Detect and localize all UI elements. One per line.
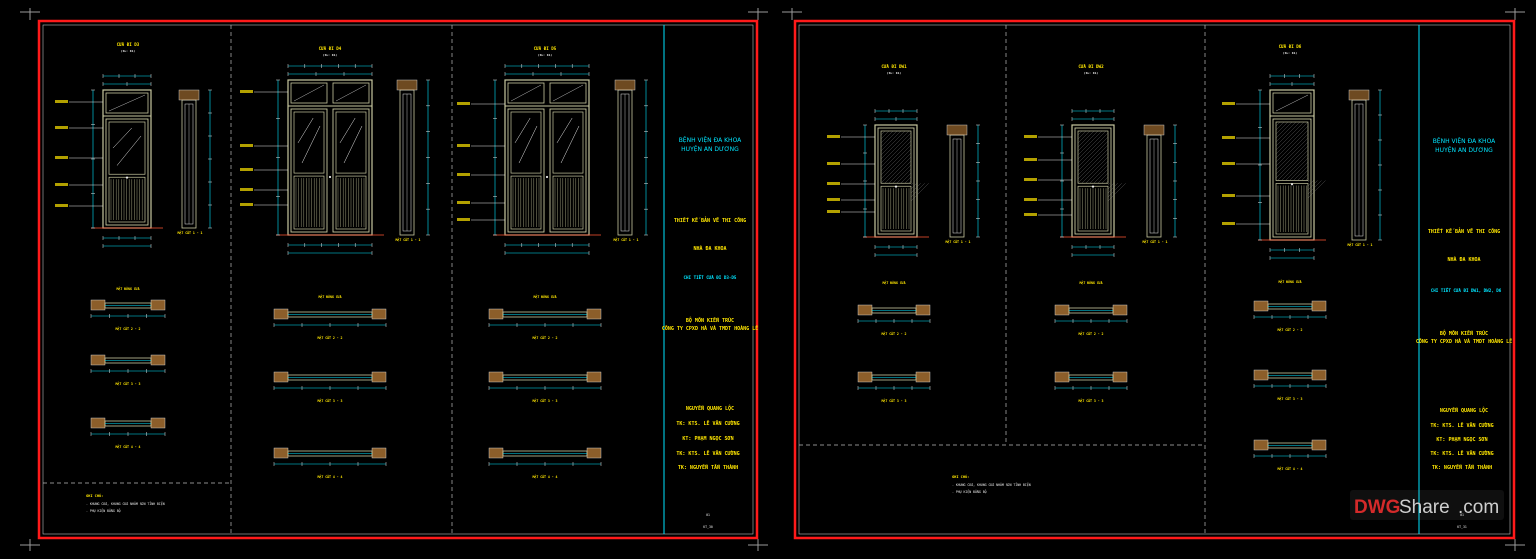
sheet-border [793, 19, 1516, 540]
door-detail: CỬA ĐI D5 (SL: 01) MẶT CẮT 1 - 1 MẶT ĐỨNG C… [457, 46, 648, 479]
plan-label: MẶT ĐỨNG CỬA [318, 294, 341, 299]
cut-label: MẶT CẮT 2 - 2 [1079, 331, 1104, 336]
door-quantity: (SL: 01) [1283, 51, 1298, 55]
door-detail: CỬA ĐI D4 (SL: 01) MẶT CẮT 1 - 1 MẶT ĐỨNG C… [240, 46, 430, 479]
door-title: CỬA ĐI DW1 [881, 64, 907, 69]
cut-label: MẶT CẮT 2 - 2 [533, 335, 558, 340]
section-label: MẶT CẮT 1 - 1 [1143, 239, 1168, 244]
sheet-left[interactable]: GHI CHÚ: - KHUNG CỬA, KHUNG CỬA NHÔM SƠN… [37, 19, 759, 540]
plan-label: MẶT ĐỨNG CỬA [1278, 279, 1301, 284]
door-title: CỬA ĐI D4 [319, 46, 342, 51]
role-line: KT: PHẠM NGỌC SƠN [682, 436, 733, 442]
cut-label: MẶT CẮT 2 - 2 [1278, 327, 1303, 332]
door-details-left: CỬA ĐI D3 (SL: 01) MẶT CẮT 1 - 1 MẶT ĐỨNG C… [55, 42, 648, 479]
door-title: CỬA ĐI DW2 [1078, 64, 1104, 69]
plan-label: MẶT ĐỨNG CỬA [116, 286, 139, 291]
notes-heading: GHI CHÚ: [952, 474, 969, 479]
plan-label: MẶT ĐỨNG CỬA [533, 294, 556, 299]
company: CÔNG TY CPXD HÀ VÀ TMDT HOÀNG LÊ [1416, 337, 1512, 345]
door-quantity: (SL: 01) [538, 53, 553, 57]
crop-marks [20, 8, 1525, 551]
cut-label: MẶT CẮT 3 - 3 [1079, 398, 1104, 403]
watermark-part-com: .com [1458, 497, 1499, 518]
cut-label: MẶT CẮT 2 - 2 [318, 335, 343, 340]
notes-line: - KHUNG CỬA, KHUNG CỬA NHÔM SƠN TĨNH ĐIỆ… [86, 501, 165, 506]
lead-designer: NGUYỄN QUANG LỘC [1440, 406, 1488, 414]
building-name: NHÀ ĐA KHOA [693, 245, 726, 252]
department: BỘ MÔN KIẾN TRÚC [1440, 329, 1488, 337]
sheet-inner-border [798, 24, 1511, 535]
hospital-name: BỆNH VIỆN ĐA KHOA [1433, 137, 1496, 145]
section-label: MẶT CẮT 1 - 1 [396, 237, 421, 242]
door-title: CỬA ĐI D3 [117, 42, 140, 47]
plan-label: MẶT ĐỨNG CỬA [882, 280, 905, 285]
department: BỘ MÔN KIẾN TRÚC [686, 316, 734, 324]
door-detail: CỬA ĐI DW2 (SL: 01) MẶT CẮT 1 - 1 MẶT ĐỨNG … [1024, 64, 1177, 403]
role-line: TK: NGUYỄN TẤN THÀNH [1432, 463, 1492, 471]
cut-label: MẶT CẮT 3 - 3 [882, 398, 907, 403]
building-name: NHÀ ĐA KHOA [1447, 256, 1480, 263]
section-label: MẶT CẮT 1 - 1 [178, 230, 203, 235]
company: CÔNG TY CPXD HÀ VÀ TMDT HOÀNG LÊ [662, 324, 758, 332]
door-quantity: (SL: 01) [887, 71, 902, 75]
page-number: 01 [1460, 513, 1464, 517]
title-block: BỆNH VIỆN ĐA KHOA HUYỆN AN DƯƠNG THIẾT K… [1416, 137, 1512, 529]
notes-line: - PHỤ KIỆN ĐỒNG BỘ [86, 508, 121, 513]
section-label: MẶT CẮT 1 - 1 [614, 237, 639, 242]
lead-designer: NGUYỄN QUANG LỘC [686, 404, 734, 412]
role-line: KT: PHẠM NGỌC SƠN [1436, 437, 1487, 443]
cut-label: MẶT CẮT 3 - 3 [116, 381, 141, 386]
cut-label: MẶT CẮT 4 - 4 [318, 474, 343, 479]
cut-label: MẶT CẮT 2 - 2 [882, 331, 907, 336]
door-title: CỬA ĐI D6 [1279, 44, 1302, 49]
drawing-code: KT_31 [1457, 525, 1467, 529]
district-name: HUYỆN AN DƯƠNG [681, 145, 739, 153]
role-line: TK: NGUYỄN TẤN THÀNH [678, 463, 738, 471]
role-line: TK: KTS. LÊ VĂN CƯỜNG [1430, 449, 1493, 457]
door-quantity: (SL: 01) [323, 53, 338, 57]
door-title: CỬA ĐI D5 [534, 46, 557, 51]
door-detail: CỬA ĐI D6 (SL: 01) MẶT CẮT 1 - 1 MẶT ĐỨNG C… [1222, 44, 1382, 471]
drawing-title: CHI TIẾT CỬA ĐI DW1, DW2, D6 [1431, 288, 1502, 293]
sheet-right[interactable]: GHI CHÚ: - KHUNG CỬA, KHUNG CỬA NHÔM SƠN… [793, 19, 1516, 540]
door-detail: CỬA ĐI D3 (SL: 01) MẶT CẮT 1 - 1 MẶT ĐỨNG C… [55, 42, 212, 449]
sheet-inner-border [42, 24, 754, 535]
cut-label: MẶT CẮT 4 - 4 [533, 474, 558, 479]
door-details-right: CỬA ĐI DW1 (SL: 01) MẶT CẮT 1 - 1 MẶT ĐỨNG … [827, 44, 1382, 471]
notes-line: - KHUNG CỬA, KHUNG CỬA NHÔM SƠN TĨNH ĐIỆ… [952, 482, 1031, 487]
drawing-code: KT_30 [703, 525, 713, 529]
role-line: TK: KTS. LÊ VĂN CƯỜNG [1430, 421, 1493, 429]
notes-block: GHI CHÚ: - KHUNG CỬA, KHUNG CỬA NHÔM SƠN… [952, 474, 1031, 494]
plan-label: MẶT ĐỨNG CỬA [1079, 280, 1102, 285]
title-block: BỆNH VIỆN ĐA KHOA HUYỆN AN DƯƠNG THIẾT K… [662, 136, 758, 529]
cut-label: MẶT CẮT 2 - 2 [116, 326, 141, 331]
watermark-part-dwg: DWG [1354, 497, 1400, 518]
watermark-part-share: Share [1399, 497, 1450, 518]
district-name: HUYỆN AN DƯƠNG [1435, 146, 1493, 154]
sheet-border [37, 19, 759, 540]
design-phase: THIẾT KẾ BẢN VẼ THI CÔNG [1428, 227, 1500, 235]
door-quantity: (SL: 01) [1084, 71, 1099, 75]
door-detail: CỬA ĐI DW1 (SL: 01) MẶT CẮT 1 - 1 MẶT ĐỨNG … [827, 64, 980, 403]
design-phase: THIẾT KẾ BẢN VẼ THI CÔNG [674, 216, 746, 224]
door-quantity: (SL: 01) [121, 49, 136, 53]
hospital-name: BỆNH VIỆN ĐA KHOA [679, 136, 742, 144]
notes-block: GHI CHÚ: - KHUNG CỬA, KHUNG CỬA NHÔM SƠN… [86, 493, 165, 513]
notes-heading: GHI CHÚ: [86, 493, 103, 498]
watermark-logo: DWG Share .com [1350, 490, 1504, 520]
page-number: 01 [706, 513, 710, 517]
cut-label: MẶT CẮT 3 - 3 [318, 398, 343, 403]
cut-label: MẶT CẮT 3 - 3 [533, 398, 558, 403]
role-line: TK: KTS. LÊ VĂN CƯỜNG [676, 419, 739, 427]
section-label: MẶT CẮT 1 - 1 [946, 239, 971, 244]
role-line: TK: KTS. LÊ VĂN CƯỜNG [676, 449, 739, 457]
cut-label: MẶT CẮT 4 - 4 [116, 444, 141, 449]
section-label: MẶT CẮT 1 - 1 [1348, 242, 1373, 247]
cut-label: MẶT CẮT 3 - 3 [1278, 396, 1303, 401]
drawing-title: CHI TIẾT CỬA ĐI D3-D5 [684, 275, 737, 280]
notes-line: - PHỤ KIỆN ĐỒNG BỘ [952, 489, 987, 494]
cut-label: MẶT CẮT 4 - 4 [1278, 466, 1303, 471]
